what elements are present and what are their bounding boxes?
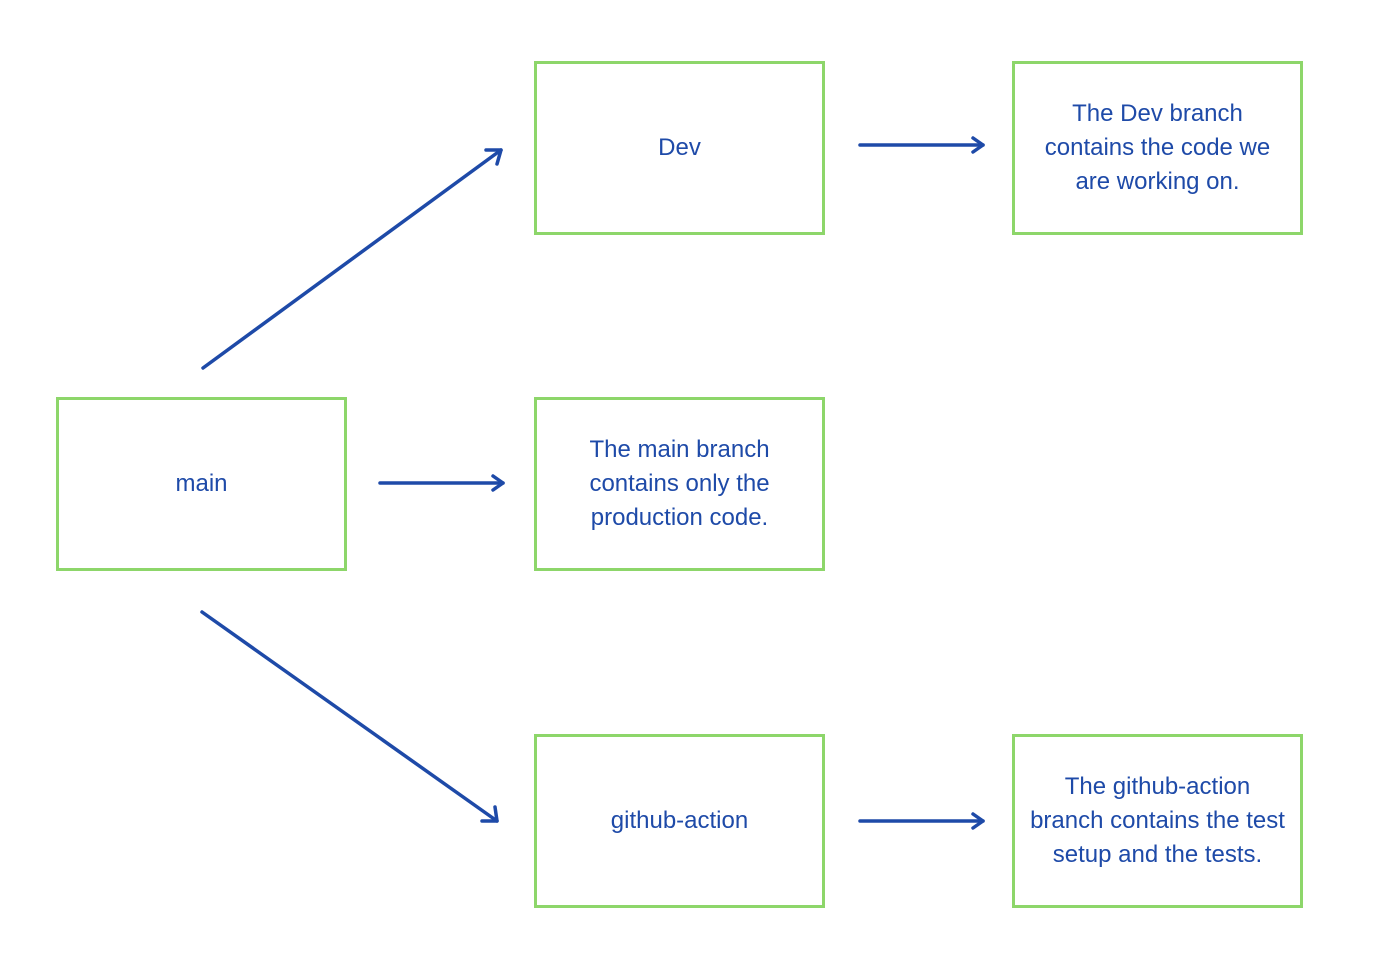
node-dev-description: The Dev branch contains the code we are … — [1012, 61, 1303, 235]
node-github-action-description: The github-action branch contains the te… — [1012, 734, 1303, 908]
node-github-action: github-action — [534, 734, 825, 908]
arrow-main-to-dev — [201, 148, 503, 370]
node-dev: Dev — [534, 61, 825, 235]
node-main-description: The main branch contains only the produc… — [534, 397, 825, 571]
node-main-label: main — [175, 470, 228, 497]
arrow-main-to-github-action — [200, 610, 499, 823]
arrow-github-action-to-description — [858, 812, 985, 830]
node-main-description-label: The main branch contains only the produc… — [589, 436, 770, 531]
arrow-main-to-main-description — [378, 474, 505, 492]
node-github-action-label: github-action — [610, 807, 749, 834]
node-github-action-description-label: The github-action branch contains the te… — [1030, 773, 1285, 868]
arrow-dev-to-dev-description — [858, 136, 985, 154]
node-main: main — [56, 397, 347, 571]
node-dev-label: Dev — [658, 134, 701, 161]
node-dev-description-label: The Dev branch contains the code we are … — [1044, 100, 1271, 195]
